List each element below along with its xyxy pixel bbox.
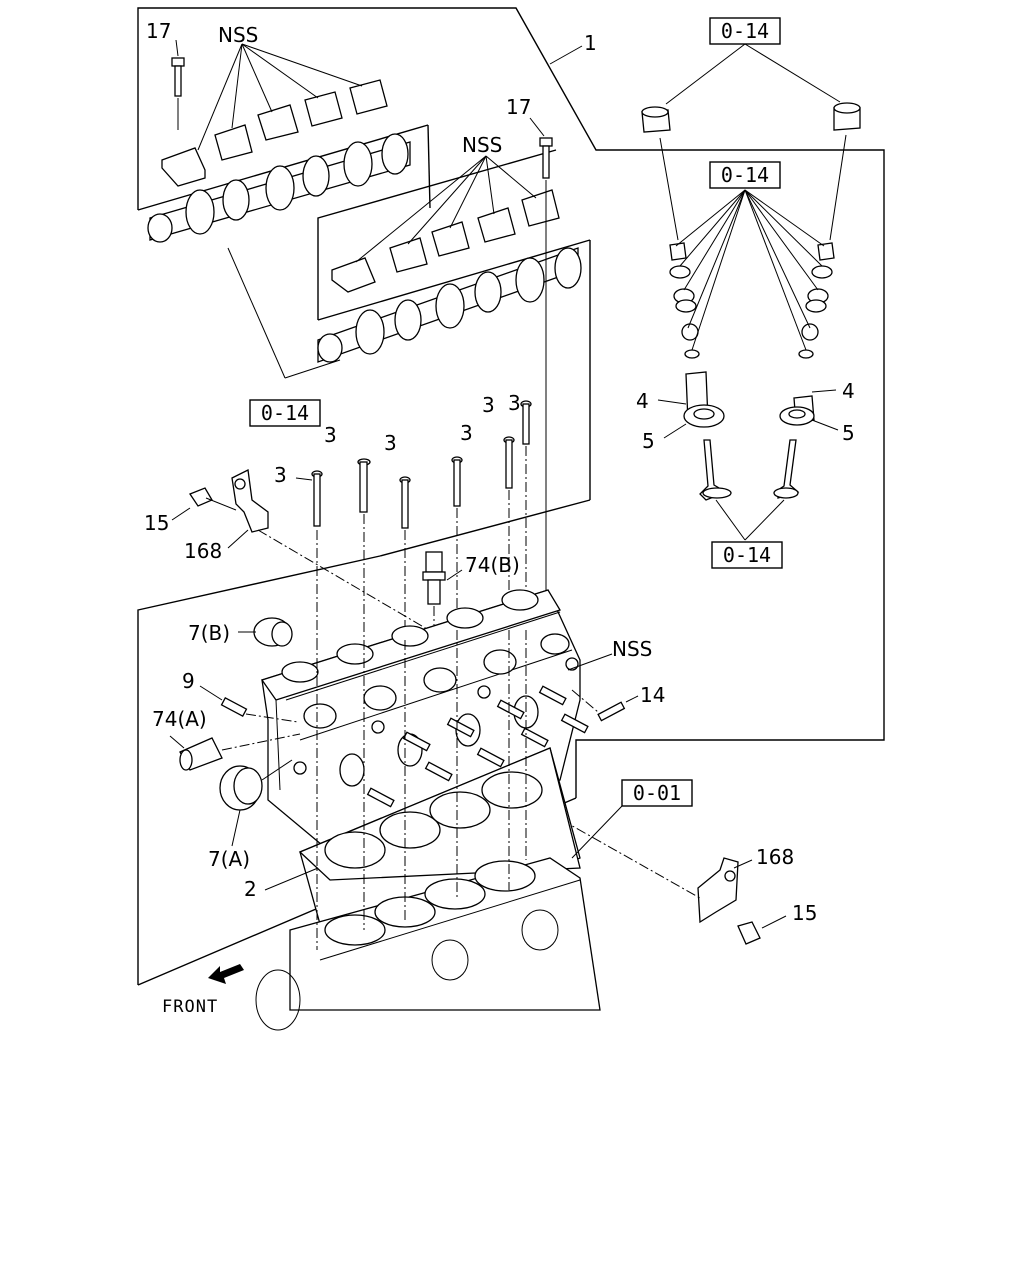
lifting-bracket-left: [171, 469, 481, 661]
camshaft-upper: [147, 133, 411, 243]
lifting-bracket-right: [419, 739, 787, 945]
label-5-left: 5: [642, 429, 655, 453]
label-3-f: 3: [274, 463, 287, 487]
label-3-c: 3: [324, 423, 337, 447]
head-gasket: [264, 747, 581, 961]
ref-box-014-top: 0-14: [709, 17, 781, 45]
plug-7b: [238, 617, 293, 647]
label-74a: 74(A): [152, 707, 207, 731]
nss-leaders: [175, 39, 583, 263]
label-17-upper: 17: [146, 19, 171, 43]
svg-text:0-14: 0-14: [723, 543, 771, 567]
label-74b: 74(B): [465, 553, 520, 577]
ref-box-014-cam: 0-14: [249, 399, 321, 427]
label-7a: 7(A): [208, 847, 250, 871]
label-2: 2: [244, 877, 257, 901]
label-3-e: 3: [460, 421, 473, 445]
label-3-d: 3: [384, 431, 397, 455]
label-1: 1: [584, 31, 597, 55]
label-9: 9: [182, 669, 195, 693]
label-4-right: 4: [842, 379, 855, 403]
glow-plug-74a: [169, 733, 301, 771]
label-nss-lower: NSS: [462, 133, 502, 157]
valve-train-right: [773, 102, 861, 499]
svg-text:0-01: 0-01: [633, 781, 681, 805]
valve-train-leaders: [657, 43, 841, 541]
valve-train-left: [641, 106, 732, 501]
label-3-b: 3: [482, 393, 495, 417]
svg-text:0-14: 0-14: [261, 401, 309, 425]
bolt-17-upper: [171, 57, 185, 130]
label-nss-head: NSS: [612, 637, 652, 661]
label-nss-upper: NSS: [218, 23, 258, 47]
label-168-right: 168: [756, 845, 794, 869]
label-17-lower: 17: [506, 95, 531, 119]
label-15-right: 15: [792, 901, 817, 925]
stud-14: [571, 689, 639, 722]
svg-text:0-14: 0-14: [721, 19, 769, 43]
label-4-left: 4: [636, 389, 649, 413]
label-3-a: 3: [508, 391, 521, 415]
label-7b: 7(B): [188, 621, 230, 645]
label-front: FRONT: [162, 997, 218, 1017]
svg-text:0-14: 0-14: [721, 163, 769, 187]
label-5-right: 5: [842, 421, 855, 445]
front-arrow-icon: [208, 964, 244, 984]
ref-box-014-valve: 0-14: [711, 541, 783, 569]
ref-box-001: 0-01: [571, 779, 693, 859]
bearing-caps-upper: [161, 79, 388, 187]
bearing-caps-lower: [331, 189, 560, 293]
cylinder-block: [255, 630, 601, 1031]
part-labels: 17 NSS 1 17 NSS 4 4 5 5 3 3 3 3 3 3 15 1…: [144, 19, 855, 1017]
plug-7a: [219, 759, 293, 847]
label-14: 14: [640, 683, 665, 707]
ref-box-014-mid: 0-14: [709, 161, 781, 189]
bolt-17-lower: [539, 137, 553, 640]
camshaft-lower: [317, 247, 582, 363]
plug-9: [199, 685, 299, 723]
label-15-left: 15: [144, 511, 169, 535]
label-168-left: 168: [184, 539, 222, 563]
